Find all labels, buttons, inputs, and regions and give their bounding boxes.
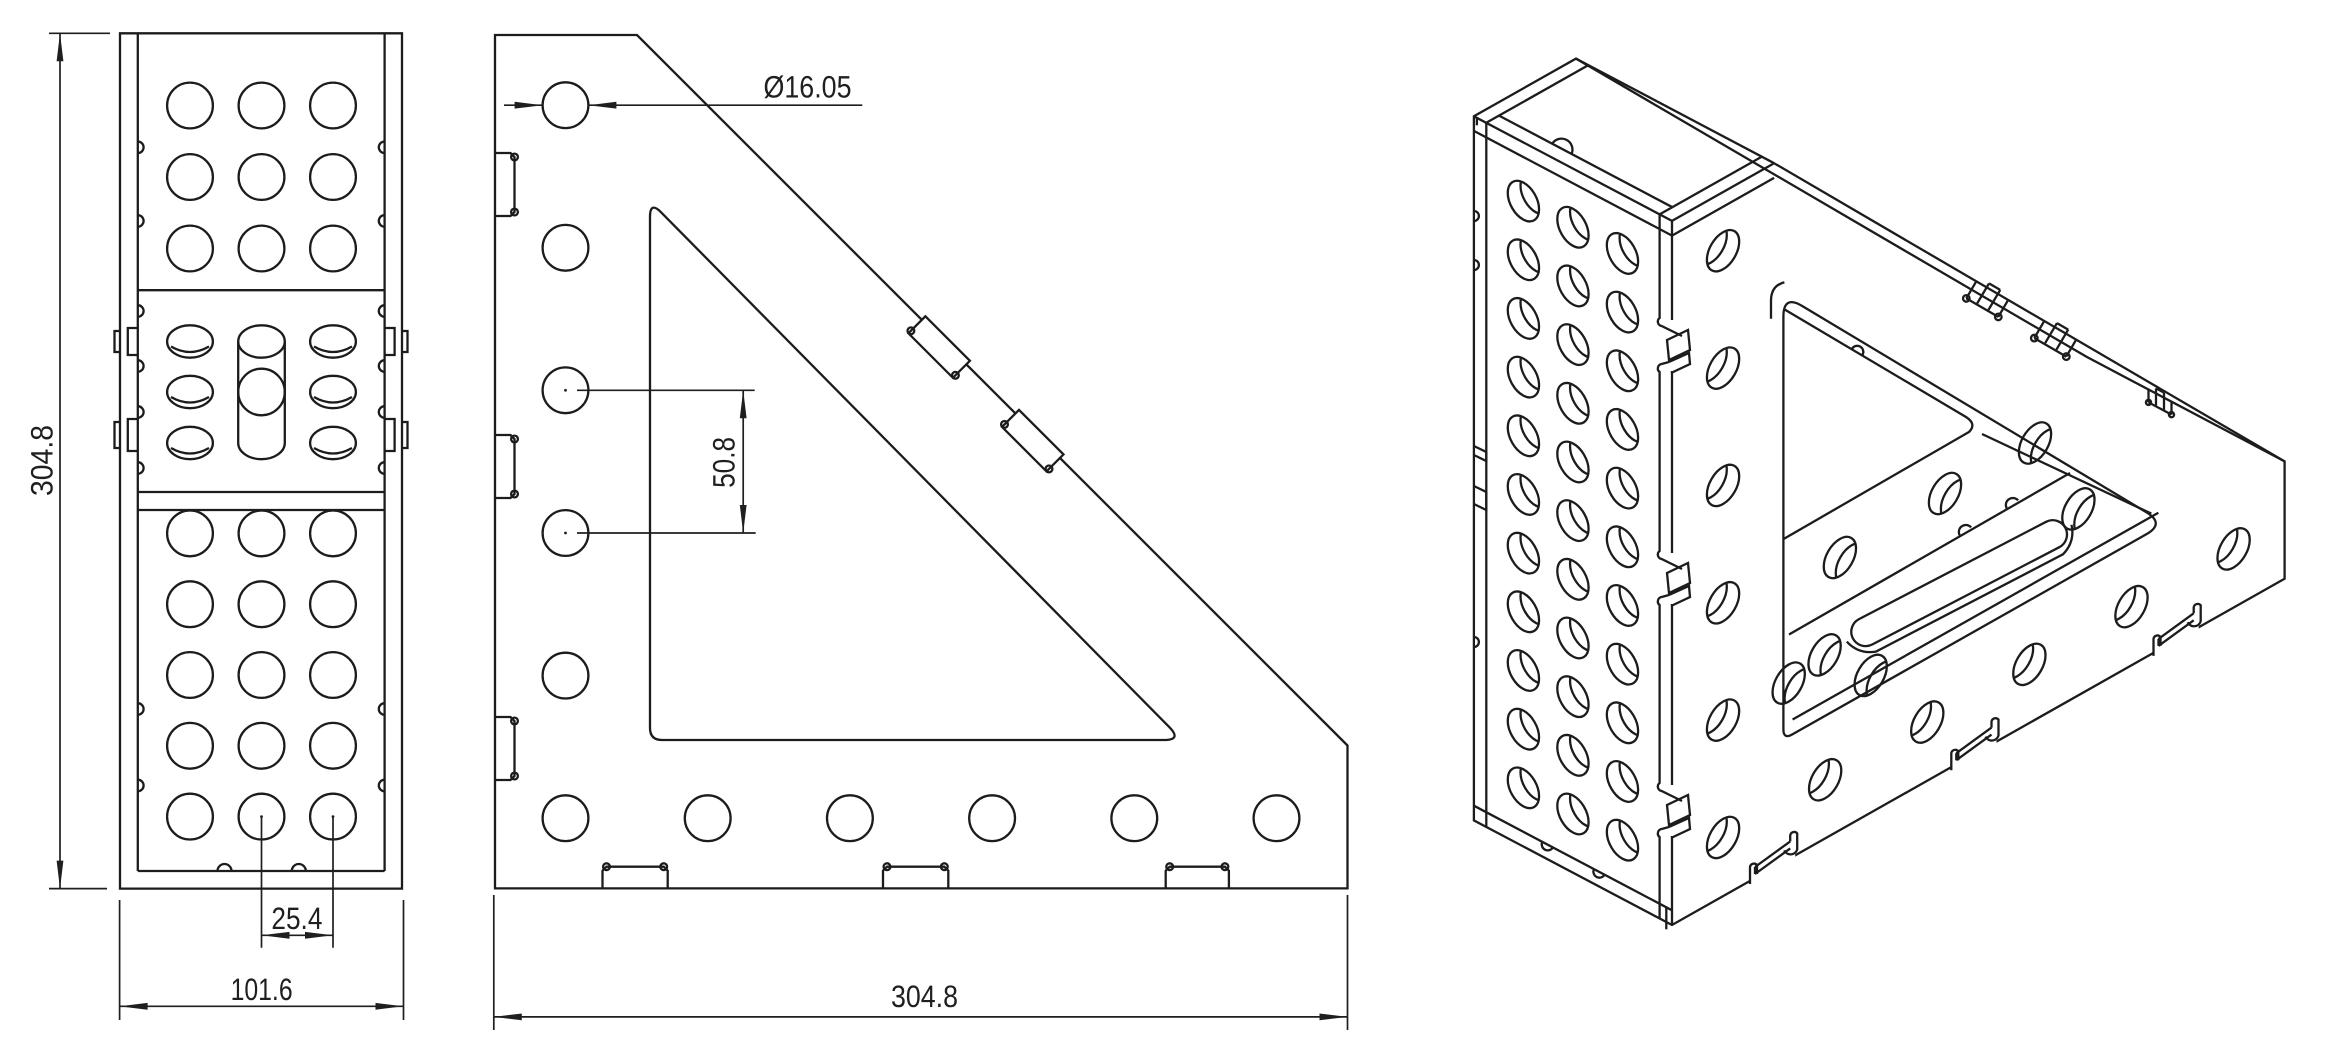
svg-text:Ø16.05: Ø16.05 [764, 70, 852, 105]
svg-text:50.8: 50.8 [707, 437, 742, 488]
svg-text:304.8: 304.8 [25, 425, 60, 496]
svg-text:25.4: 25.4 [271, 901, 322, 936]
svg-text:101.6: 101.6 [231, 972, 293, 1007]
svg-text:304.8: 304.8 [891, 979, 958, 1014]
